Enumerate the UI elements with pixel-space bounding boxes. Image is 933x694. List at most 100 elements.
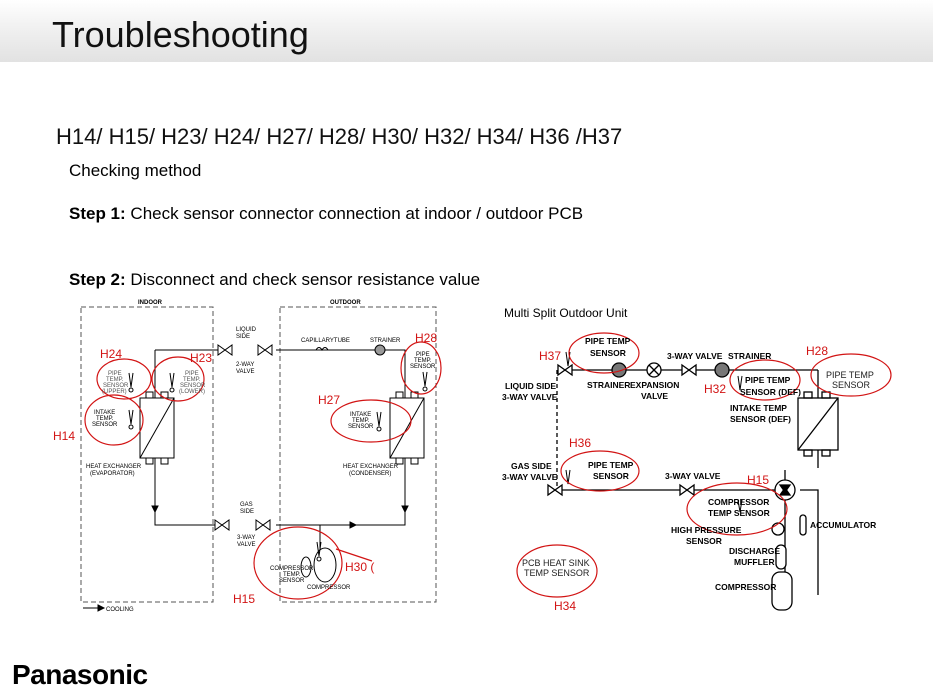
code-h36: H36 (569, 436, 591, 450)
intake-in-1: INTAKE (94, 410, 115, 416)
high-pressure-sensor-icon (771, 522, 785, 536)
intake-in-3: SENSOR (92, 422, 118, 428)
r-discharge-2: MUFFLER (734, 557, 775, 567)
r-compressor: COMPRESSOR (715, 582, 776, 592)
r-three-way-gas: 3-WAY VALVE (665, 471, 721, 481)
code-h24: H24 (100, 347, 122, 361)
left-highlight-circles (84, 341, 442, 600)
r-pcb-heat-sink-1: PCB HEAT SINK (522, 558, 590, 568)
left-error-codes: H24 H23 H28 H27 H14 H30 ( H15 (53, 331, 437, 606)
capillary-label: CAPILLARYTUBE (301, 338, 350, 344)
r-expansion-2: VALVE (641, 391, 668, 401)
accumulator-icon (799, 514, 807, 536)
r-discharge-1: DISCHARGE (729, 546, 780, 556)
r-pipe-temp-r-1: PIPE TEMP (826, 370, 874, 380)
comp-temp-3: SENSOR (279, 578, 305, 584)
three-way-1: 3-WAY (237, 535, 255, 541)
r-comp-temp-1: COMPRESSOR (708, 497, 769, 507)
pipe-temp-lower-4: (LOWER) (179, 389, 205, 395)
strainer-label: STRAINER (370, 338, 401, 344)
step-1-text: Check sensor connector connection at ind… (125, 204, 584, 223)
compressor-icon-r (771, 571, 793, 611)
left-diagram-labels: INDOOR OUTDOOR LIQUID SIDE 2-WAY VALVE C… (86, 300, 436, 613)
evaporator-coil (139, 397, 175, 459)
r-pcb-heat-sink-2: TEMP SENSOR (524, 568, 590, 578)
compressor-label: COMPRESSOR (307, 585, 351, 591)
r-pipe-def-1: PIPE TEMP (745, 375, 791, 385)
r-pipe-gas-1: PIPE TEMP (588, 460, 634, 470)
gas-valve-icon (214, 519, 271, 531)
error-codes-heading: H14/ H15/ H23/ H24/ H27/ H28/ H30/ H32/ … (56, 124, 623, 149)
pipe-temp-out-2: TEMP. (414, 358, 432, 364)
comp-temp-2: TEMP. (283, 572, 301, 578)
pipe-temp-upper-4: (UPPER) (102, 389, 127, 395)
r-high-pressure-2: SENSOR (686, 536, 722, 546)
r-gas-side-2: 3-WAY VALVE (502, 472, 558, 482)
code-h14: H14 (53, 429, 75, 443)
intake-in-2: TEMP. (96, 416, 114, 422)
capillary-icon (315, 347, 329, 351)
r-strainer: STRAINER (587, 380, 630, 390)
intake-out-2: TEMP. (352, 418, 370, 424)
pipe-temp-upper-3: SENSOR (103, 383, 129, 389)
left-refrigerant-diagram (80, 306, 442, 612)
code-h34: H34 (554, 599, 576, 613)
step-2-label: Step 2: (69, 270, 126, 289)
pipe-temp-lower-3: SENSOR (180, 383, 206, 389)
r-accumulator: ACCUMULATOR (810, 520, 876, 530)
outdoor-frame (279, 306, 437, 603)
indoor-label: INDOOR (138, 300, 163, 306)
r-pipe-temp-2: SENSOR (590, 348, 626, 358)
liquid-valve-icon (217, 344, 273, 356)
r-high-pressure-1: HIGH PRESSURE (671, 525, 742, 535)
step-2: Step 2: Disconnect and check sensor resi… (69, 270, 480, 290)
cooling-label: COOLING (106, 607, 134, 613)
r-pipe-def-2: SENSOR (DEF) (740, 387, 801, 397)
indoor-frame (80, 306, 214, 603)
r-pipe-gas-2: SENSOR (593, 471, 629, 481)
three-way-valve-icon-r (681, 363, 697, 377)
r-three-way-valve: 3-WAY VALVE (667, 351, 723, 361)
code-h23: H23 (190, 351, 212, 365)
discharge-muffler-icon (775, 544, 787, 570)
pipe-temp-out-1: PIPE (416, 352, 430, 358)
strainer-icon-r (611, 362, 627, 378)
page-title: Troubleshooting (52, 14, 309, 55)
r-liquid-side-1: LIQUID SIDE (505, 381, 556, 391)
comp-temp-1: COMPRESSOR (270, 566, 314, 572)
intake-out-3: SENSOR (348, 424, 374, 430)
right-highlight-circles (516, 332, 892, 598)
strainer-icon-r2 (714, 362, 730, 378)
right-error-codes: H37 H28 H32 H36 H15 H34 (539, 344, 828, 613)
code-h28: H28 (415, 331, 437, 345)
r-liquid-side-2: 3-WAY VALVE (502, 392, 558, 402)
code-h27: H27 (318, 393, 340, 407)
panasonic-logo: Panasonic (12, 659, 148, 690)
r-gas-side-1: GAS SIDE (511, 461, 552, 471)
pipe-temp-upper-1: PIPE (108, 371, 122, 377)
step-1-label: Step 1: (69, 204, 126, 223)
r-pipe-temp-r-2: SENSOR (832, 380, 871, 390)
liquid-side-label-2: SIDE (236, 334, 250, 340)
pipe-temp-upper-2: TEMP. (106, 377, 124, 383)
intake-out-1: INTAKE (350, 412, 371, 418)
r-intake-def-1: INTAKE TEMP (730, 403, 787, 413)
step-1: Step 1: Check sensor connector connectio… (69, 204, 583, 224)
r-pipe-temp-1: PIPE TEMP (585, 336, 631, 346)
step-2-text: Disconnect and check sensor resistance v… (125, 270, 481, 289)
pipe-temp-lower-2: TEMP. (183, 377, 201, 383)
header-band (0, 0, 933, 62)
hx-evap-2: (EVAPORATOR) (90, 471, 135, 477)
gas-side-1: GAS (240, 502, 253, 508)
hx-cond-1: HEAT EXCHANGER (343, 464, 399, 470)
two-way-valve-label-2: VALVE (236, 369, 254, 375)
gas-side-2: SIDE (240, 509, 254, 515)
pipe-temp-out-3: SENSOR (410, 364, 436, 370)
liquid-valve-icon-r (557, 363, 573, 377)
r-strainer-top: STRAINER (728, 351, 771, 361)
right-diagram-title: Multi Split Outdoor Unit (504, 306, 628, 320)
code-h37: H37 (539, 349, 561, 363)
sensor-probe-icons (128, 371, 428, 562)
pipe-temp-lower-1: PIPE (185, 371, 199, 377)
checking-method-label: Checking method (69, 161, 202, 180)
